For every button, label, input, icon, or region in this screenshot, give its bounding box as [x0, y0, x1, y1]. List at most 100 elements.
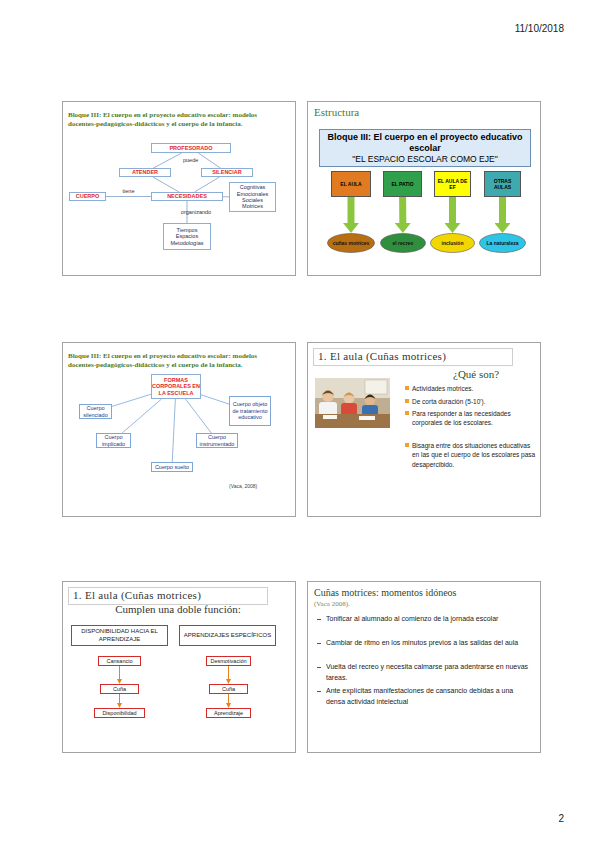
slide-text: Cumplen una doble función:	[93, 603, 263, 617]
connector-arrow	[119, 694, 120, 703]
connector-line	[122, 399, 161, 433]
heading-box: Bloque III: El cuerpo en el proyecto edu…	[319, 129, 531, 167]
result-oval: el recreo	[380, 233, 426, 253]
node-label: Cuerpo instrumentado	[198, 434, 236, 447]
slide-text: Bisagra entre dos situaciones educativas…	[412, 441, 537, 469]
connector-line	[201, 395, 229, 404]
edge-label: tiene	[123, 188, 135, 194]
node-label: el recreo	[393, 240, 414, 246]
space-box: EL PATIO	[383, 171, 422, 197]
connector-line	[198, 153, 220, 168]
concept-box: PROFESORADO	[151, 143, 231, 153]
node-label: La naturaleza	[487, 240, 519, 246]
slide-text: Actividades motrices.	[412, 384, 537, 393]
slide-text: Cambiar de ritmo en los minutos previos …	[326, 638, 531, 649]
function-box: DISPONIBILIDAD HACIA EL APRENDIZAJE	[71, 625, 168, 646]
step-box: Aprendizaje	[206, 708, 251, 718]
classroom-photo	[315, 378, 390, 428]
connector-arrow	[228, 666, 229, 679]
slide-title: 1. El aula (Cuñas motrices)	[313, 348, 513, 366]
connector-arrow	[399, 197, 406, 223]
node-label: "EL ESPACIO ESCOLAR COMO EJE"	[352, 154, 497, 164]
concept-box: NECESIDADES	[151, 192, 223, 201]
slide-frame: Bloque III: El cuerpo en el proyecto edu…	[62, 342, 296, 517]
slide-text: Ante explícitas manifestaciones de cansa…	[326, 686, 531, 707]
step-box: Cansancio	[98, 656, 141, 666]
concept-box: CUERPO	[69, 192, 106, 201]
node-label: APRENDIZAJES ESPECÍFICOS	[184, 632, 271, 639]
slide-text: Tonificar al alumnado al comienzo de la …	[326, 614, 531, 625]
connector-line	[185, 399, 211, 433]
step-box: Cuña	[100, 684, 139, 694]
connector-arrow	[119, 666, 120, 679]
node-label: cuñas motrices	[333, 240, 370, 246]
node-label: Cuña	[222, 686, 235, 692]
node-label: Cansancio	[107, 658, 133, 664]
node-label: Aprendizaje	[214, 710, 243, 716]
slide-text: (Vaca 2008).	[314, 600, 414, 609]
connector-line	[223, 196, 229, 197]
node-label: Bloque III: El cuerpo en el proyecto edu…	[326, 132, 524, 153]
concept-box: Cuerpo instrumentado	[196, 433, 238, 448]
concept-box: Cuerpo suelto	[151, 462, 193, 472]
slide-title: Bloque III: El cuerpo en el proyecto edu…	[68, 111, 268, 129]
concept-box: Cuerpo implicado	[96, 433, 131, 448]
concept-box: SILENCIAR	[201, 168, 253, 177]
concept-box: Cuerpo objeto de tratamiento educativo	[229, 396, 271, 426]
node-label: SILENCIAR	[212, 169, 242, 176]
oval-outline	[480, 234, 526, 253]
connector-line	[153, 153, 181, 168]
step-box: Cuña	[209, 684, 248, 694]
node-label: CUERPO	[76, 193, 100, 200]
node-label: Cuerpo suelto	[155, 464, 189, 471]
concept-box: FORMAS CORPORALES EN LA ESCUELA	[151, 374, 201, 399]
result-oval: cuñas motrices	[327, 233, 375, 253]
concept-box: ATENDER	[119, 168, 171, 177]
node-label: NECESIDADES	[167, 193, 207, 200]
connector-arrow	[499, 197, 506, 223]
node-label: Disponibilidad	[102, 710, 136, 716]
page-date: 11/10/2018	[500, 23, 564, 34]
slide-text: De corta duración (5-10').	[412, 397, 537, 406]
connector-line	[195, 177, 220, 192]
space-box: EL AULA DE EF	[434, 171, 471, 197]
node-label: DISPONIBILIDAD HACIA EL APRENDIZAJE	[72, 628, 167, 642]
slide-title: 1. El aula (Cuñas motrices)	[68, 587, 268, 605]
space-box: OTRAS AULAS	[484, 171, 521, 197]
step-box: Disponibilidad	[94, 708, 145, 718]
slide-frame: Bloque III: El cuerpo en el proyecto edu…	[62, 101, 296, 276]
connector-arrow	[228, 694, 229, 703]
node-label: Cuerpo implicado	[98, 434, 129, 447]
step-box: Desmotivación	[206, 656, 251, 666]
slide-frame: Cuñas motrices: momentos idóneos(Vaca 20…	[307, 581, 541, 753]
connector-line	[106, 196, 151, 197]
slide-title: Cuñas motrices: momentos idóneos	[314, 586, 536, 601]
node-label: ATENDER	[132, 169, 158, 176]
node-label: OTRAS AULAS	[487, 178, 518, 190]
oval-outline	[381, 234, 426, 253]
space-box: EL AULA	[331, 171, 371, 197]
connector-line	[153, 177, 179, 192]
concept-box: Cuerpo silenciado	[79, 404, 112, 419]
slide-text: ¿Qué son?	[453, 368, 533, 382]
node-label: Cuerpo objeto de tratamiento educativo	[231, 401, 269, 421]
result-oval: inclusión	[430, 233, 475, 253]
concept-box: Tiempos Espacios Metodologías	[163, 223, 211, 250]
node-label: Tiempos Espacios Metodologías	[169, 227, 205, 246]
connector-line	[172, 399, 175, 462]
connector-arrow	[348, 197, 355, 223]
edge-label: organizando	[181, 209, 211, 215]
slide-text: (Vaca, 2008)	[229, 483, 289, 489]
page-number: 2	[540, 813, 564, 824]
slide-title: Bloque III: El cuerpo en el proyecto edu…	[68, 352, 268, 370]
slide-text: puede	[183, 157, 213, 164]
slide-frame: 1. El aula (Cuñas motrices) ¿Qué son? Acti…	[307, 342, 541, 517]
oval-outline	[431, 234, 475, 253]
node-label: FORMAS CORPORALES EN LA ESCUELA	[152, 377, 200, 397]
node-label: Cuerpo silenciado	[81, 405, 110, 418]
node-label: Desmotivación	[210, 658, 246, 664]
node-label: EL PATIO	[391, 181, 413, 187]
node-label: EL AULA DE EF	[437, 178, 468, 190]
connector-line	[112, 394, 151, 406]
